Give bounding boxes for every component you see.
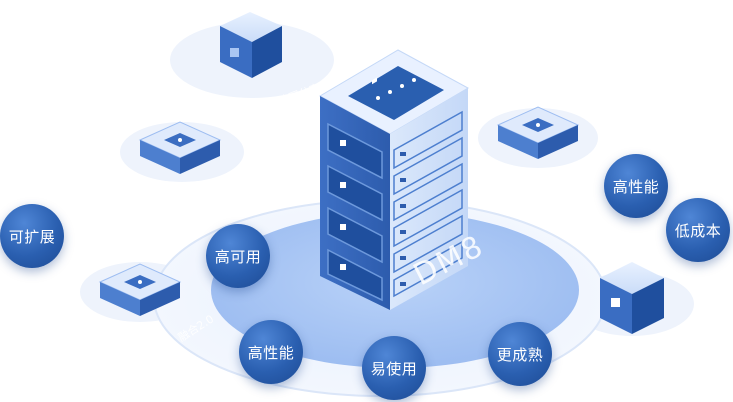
- device-left: [138, 121, 222, 174]
- device-lower-left: [98, 263, 182, 316]
- feature-badge-high-performance: 高性能: [239, 320, 303, 384]
- feature-badge-label: 低成本: [674, 221, 722, 240]
- feature-badge-label: 高性能: [612, 177, 660, 196]
- cube-top: [220, 12, 282, 78]
- feature-badge-easy-to-use: 易使用: [362, 336, 426, 400]
- feature-badge-label: 高可用: [214, 247, 262, 266]
- feature-badge-label: 易使用: [370, 359, 418, 378]
- feature-badge-low-cost: 低成本: [666, 198, 730, 262]
- feature-badge-label: 更成熟: [496, 345, 544, 364]
- feature-badge-label: 高性能: [247, 343, 295, 362]
- device-right: [496, 106, 580, 159]
- feature-badge-high-performance-right: 高性能: [604, 154, 668, 218]
- feature-badge-more-mature: 更成熟: [488, 322, 552, 386]
- feature-badge-label: 可扩展: [8, 227, 56, 246]
- feature-badge-scalable: 可扩展: [0, 204, 64, 268]
- cube-right: [600, 262, 664, 334]
- feature-badge-high-availability: 高可用: [206, 224, 270, 288]
- server-tower: [318, 49, 470, 310]
